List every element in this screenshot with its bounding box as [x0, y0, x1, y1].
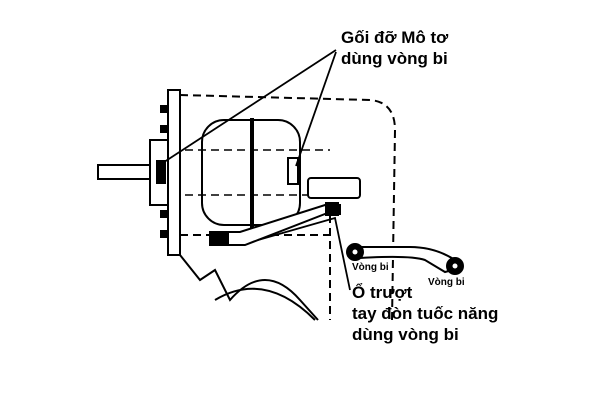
- leader-lines: [157, 49, 351, 291]
- motor-mount-label: Gối đỡ Mô tơ dùng vòng bi: [341, 27, 448, 69]
- slider-label-line1: Ổ trượt: [352, 283, 413, 302]
- flange-bolts: [156, 105, 168, 238]
- flange-plate: [167, 89, 181, 256]
- bearing-label-right: Vòng bi: [428, 277, 465, 288]
- base-frame: [179, 254, 319, 321]
- bearing-label-left: Vòng bi: [352, 262, 389, 273]
- motor-mount-label-line1: Gối đỡ Mô tơ: [341, 28, 449, 47]
- slider-label: Ổ trượt tay đòn tuốc năng dùng vòng bi: [352, 282, 498, 345]
- motor-mount-label-line2: dùng vòng bi: [341, 49, 448, 68]
- shaft: [97, 164, 154, 180]
- motor-mount-bearing: [287, 157, 299, 185]
- motor-housing: [179, 94, 397, 321]
- detail-link: [350, 246, 462, 274]
- slider-label-line3: dùng vòng bi: [352, 325, 459, 344]
- motor-block: [307, 177, 361, 199]
- slider-label-line2: tay đòn tuốc năng: [352, 304, 499, 323]
